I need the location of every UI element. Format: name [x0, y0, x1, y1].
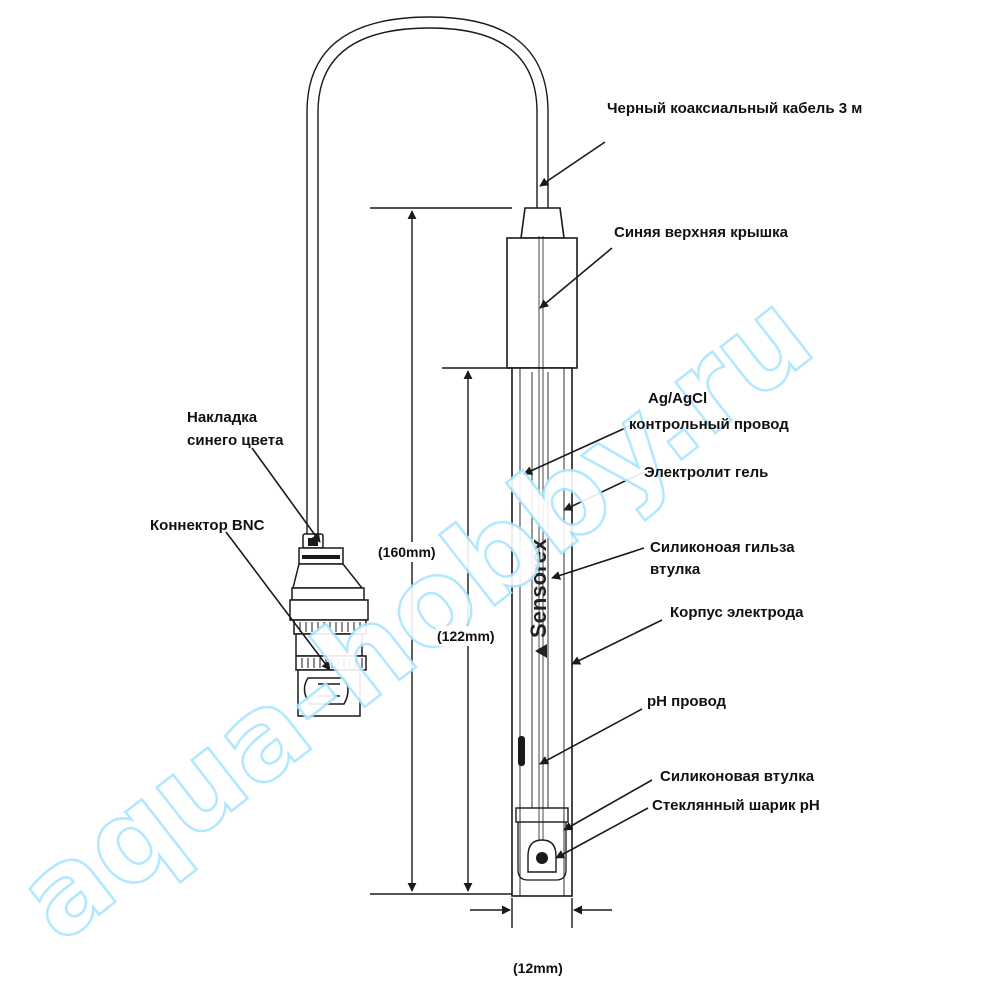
label-bnc-connector: Коннектор BNC [150, 517, 265, 534]
label-silicone-sleeve-line2: втулка [650, 561, 701, 578]
label-silicone-sleeve-line1: Силиконоая гильза [650, 539, 795, 556]
label-blue-overlay-line2: синего цвета [187, 432, 284, 449]
label-coaxial-cable: Черный коаксиальный кабель 3 м [607, 100, 863, 117]
electrode-top [506, 207, 578, 369]
label-electrolyte-gel: Электролит гель [644, 464, 769, 481]
label-ph-wire: pH провод [647, 693, 727, 710]
coaxial-cable [306, 16, 549, 536]
leader-arrows [225, 141, 663, 859]
dimension-diameter: (12mm) [512, 958, 564, 978]
svg-text:Sensorex: Sensorex [526, 538, 551, 638]
label-silicone-bushing: Силиконовая втулка [660, 768, 815, 785]
label-ref-wire-line1: Ag/AgCl [648, 390, 708, 407]
label-electrode-body: Корпус электрода [670, 604, 804, 621]
label-top-cap: Синяя верхняя крышка [614, 224, 789, 241]
label-blue-overlay-line1: Накладка [187, 409, 258, 426]
label-ref-wire-line2: контрольный провод [629, 416, 789, 433]
brand-logo: Sensorex [526, 538, 551, 658]
dimension-total-length: (160mm) [377, 542, 437, 562]
dimension-body-length: (122mm) [436, 626, 496, 646]
label-glass-bulb: Стеклянный шарик pH [652, 797, 820, 814]
